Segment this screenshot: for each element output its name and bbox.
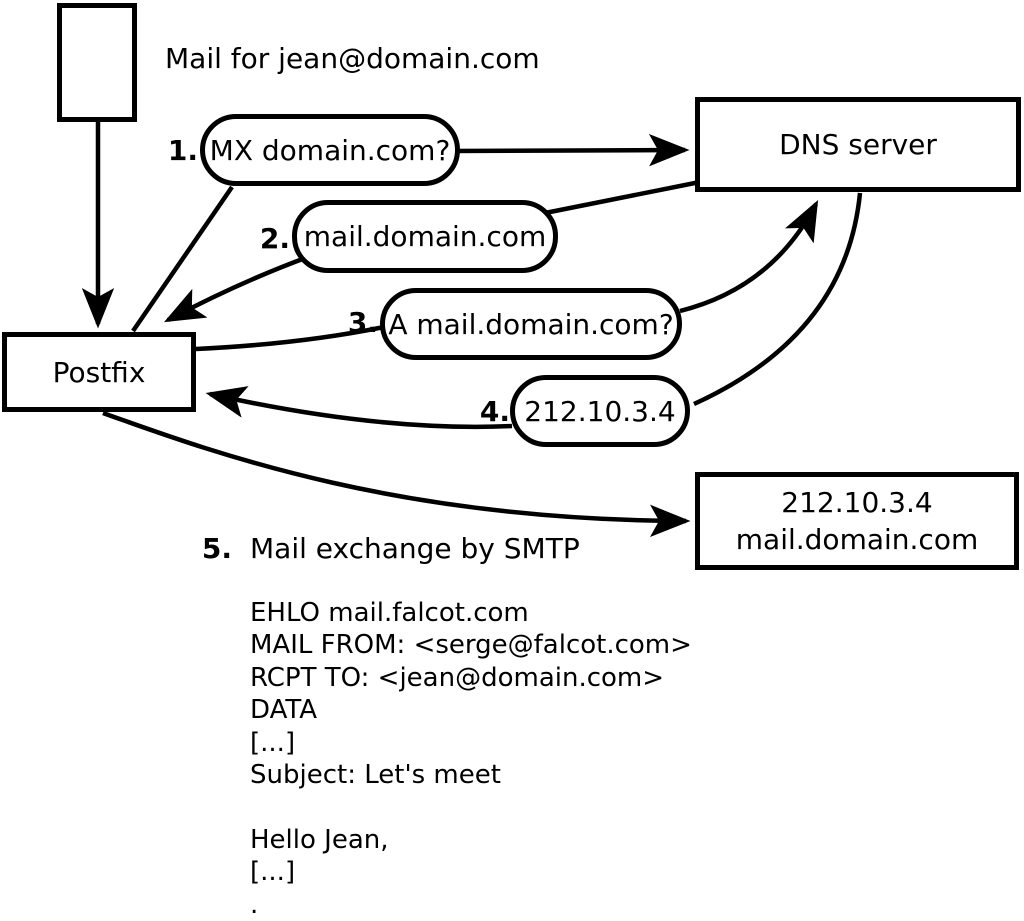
arrow-step1-to-dns	[451, 133, 690, 167]
line-postfix-to-step3	[195, 324, 385, 352]
mail-server-hostname-label: mail.domain.com	[735, 523, 979, 556]
outgoing-message-box	[57, 3, 137, 122]
mail-server-ip-label: 212.10.3.4	[781, 486, 933, 519]
step-3-query-pill: A mail.domain.com?	[380, 288, 682, 360]
step-1-query-pill: MX domain.com?	[200, 114, 460, 186]
arrow-postfix-to-mail-server	[102, 410, 691, 538]
dns-server-node-label: DNS server	[779, 128, 937, 161]
step-2-number: 2.	[259, 222, 290, 255]
step-2-response-label: mail.domain.com	[303, 220, 547, 253]
arrow-step4-to-postfix	[205, 386, 513, 430]
step-4-number: 4.	[479, 395, 510, 428]
dns-server-node: DNS server	[695, 97, 1021, 192]
smtp-session-transcript: EHLO mail.falcot.com MAIL FROM: <serge@f…	[250, 597, 692, 921]
smtp-line: [...]	[250, 727, 296, 758]
step-4-response-label: 212.10.3.4	[524, 394, 676, 428]
step-1-query-label: MX domain.com?	[209, 133, 451, 167]
smtp-line: MAIL FROM: <serge@falcot.com>	[250, 630, 692, 661]
smtp-line: [...]	[250, 857, 296, 888]
arrow-step3-to-dns	[679, 200, 819, 314]
step-5-label: Mail exchange by SMTP	[250, 532, 580, 565]
step-2-response-pill: mail.domain.com	[292, 200, 558, 273]
step-1-number: 1.	[167, 134, 198, 167]
line-postfix-to-step1	[131, 185, 234, 333]
line-dns-to-step2	[544, 179, 701, 216]
step-3-number: 3.	[347, 306, 378, 339]
postfix-node-label: Postfix	[52, 355, 146, 389]
smtp-line	[250, 791, 692, 823]
smtp-line: Hello Jean,	[250, 824, 389, 855]
postfix-node: Postfix	[2, 332, 196, 412]
mail-server-node: 212.10.3.4 mail.domain.com	[695, 472, 1019, 570]
smtp-line: EHLO mail.falcot.com	[250, 598, 529, 628]
smtp-line: .	[250, 889, 259, 920]
step-4-response-pill: 212.10.3.4	[510, 375, 690, 447]
line-dns-to-step4	[693, 192, 863, 407]
arrow-step2-to-postfix	[164, 254, 309, 323]
smtp-line: RCPT TO: <jean@domain.com>	[250, 662, 665, 693]
step-3-query-label: A mail.domain.com?	[388, 307, 674, 341]
step-5-number: 5.	[201, 532, 232, 565]
smtp-line: Subject: Let's meet	[250, 759, 501, 790]
diagram-title: Mail for jean@domain.com	[165, 42, 540, 75]
smtp-line: DATA	[250, 695, 317, 726]
